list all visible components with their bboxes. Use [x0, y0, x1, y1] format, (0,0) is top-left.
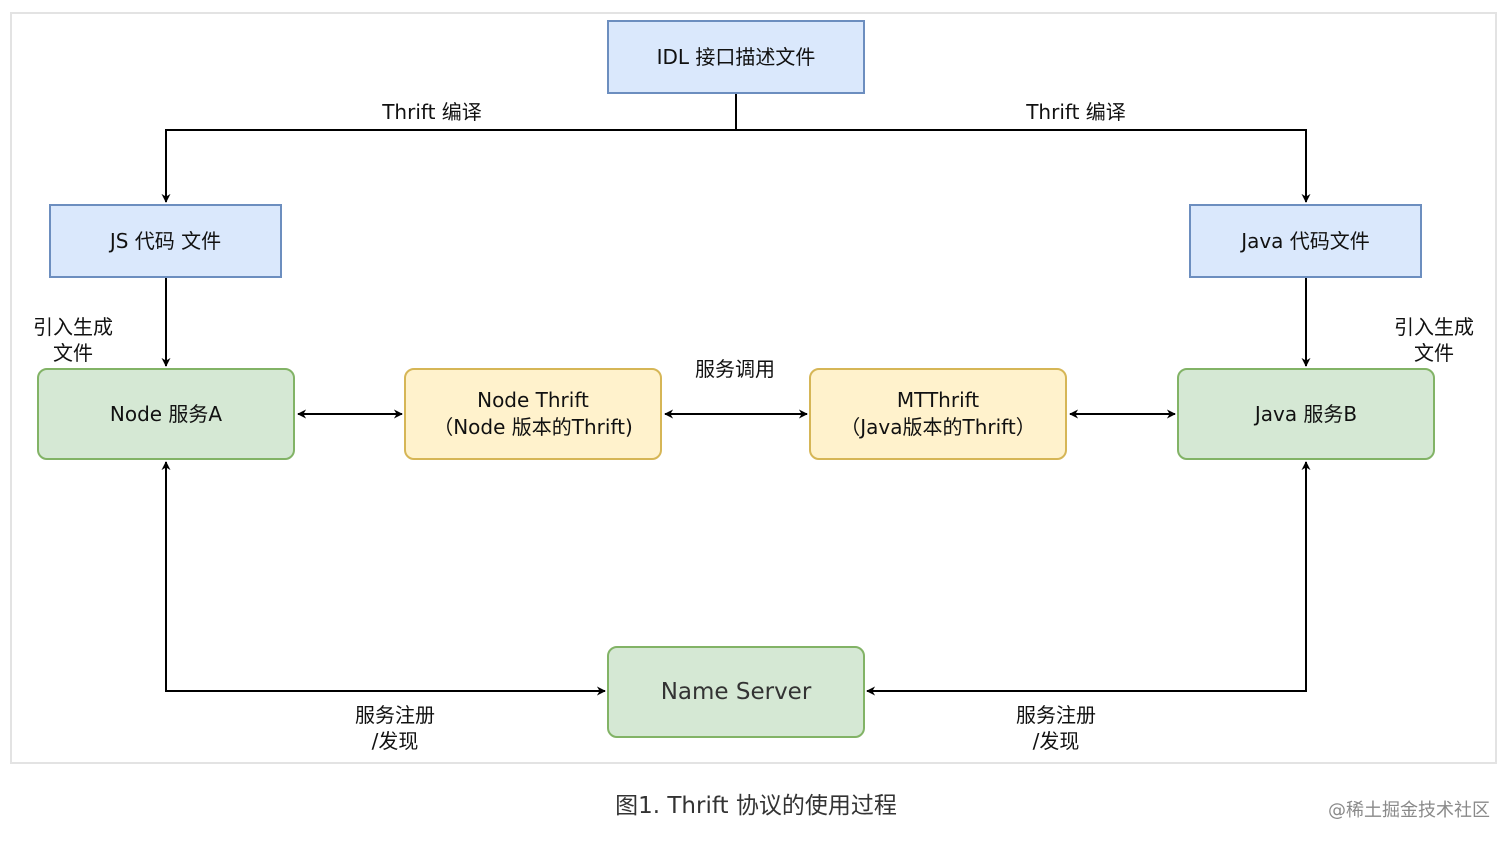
mtthrift-box: MTThrift （Java版本的Thrift） — [809, 368, 1067, 460]
idl-file-label: IDL 接口描述文件 — [656, 44, 816, 69]
register-left-line1: 服务注册 — [355, 703, 435, 727]
js-code-label: JS 代码 文件 — [109, 228, 222, 253]
register-left-label: 服务注册 /发现 — [340, 702, 450, 754]
import-right-line1: 引入生成 — [1394, 315, 1474, 339]
js-code-box: JS 代码 文件 — [49, 204, 282, 278]
register-right-label: 服务注册 /发现 — [1001, 702, 1111, 754]
mtthrift-line2: （Java版本的Thrift） — [840, 415, 1036, 439]
java-service-box: Java 服务B — [1177, 368, 1435, 460]
node-thrift-line2: （Node 版本的Thrift) — [433, 415, 633, 439]
import-right-label: 引入生成 文件 — [1384, 314, 1484, 366]
name-server-label: Name Server — [660, 678, 812, 705]
site-watermark: @稀土掘金技术社区 — [1328, 800, 1490, 821]
edge-node-nameserver — [161, 461, 606, 696]
java-service-label: Java 服务B — [1254, 401, 1358, 426]
name-server-box: Name Server — [607, 646, 865, 738]
import-left-line1: 引入生成 — [33, 315, 113, 339]
edge-idl-to-js — [161, 129, 736, 203]
edge-java-nameserver — [866, 461, 1311, 696]
import-left-label: 引入生成 文件 — [23, 314, 123, 366]
service-call-label: 服务调用 — [695, 357, 775, 381]
import-right-line2: 文件 — [1414, 341, 1454, 365]
register-left-line2: /发现 — [371, 729, 419, 753]
thrift-compile-right-label: Thrift 编译 — [1026, 100, 1126, 124]
node-thrift-line1: Node Thrift — [477, 388, 589, 412]
node-thrift-box: Node Thrift （Node 版本的Thrift) — [404, 368, 662, 460]
register-right-line2: /发现 — [1032, 729, 1080, 753]
node-service-label: Node 服务A — [109, 401, 223, 426]
register-right-line1: 服务注册 — [1016, 703, 1096, 727]
figure-caption: 图1. Thrift 协议的使用过程 — [615, 793, 897, 819]
thrift-compile-left-label: Thrift 编译 — [382, 100, 482, 124]
mtthrift-line1: MTThrift — [896, 388, 980, 412]
java-code-box: Java 代码文件 — [1189, 204, 1422, 278]
node-service-box: Node 服务A — [37, 368, 295, 460]
java-code-label: Java 代码文件 — [1241, 228, 1370, 253]
edge-idl-to-java — [736, 129, 1311, 203]
idl-file-box: IDL 接口描述文件 — [607, 20, 865, 94]
import-left-line2: 文件 — [53, 341, 93, 365]
